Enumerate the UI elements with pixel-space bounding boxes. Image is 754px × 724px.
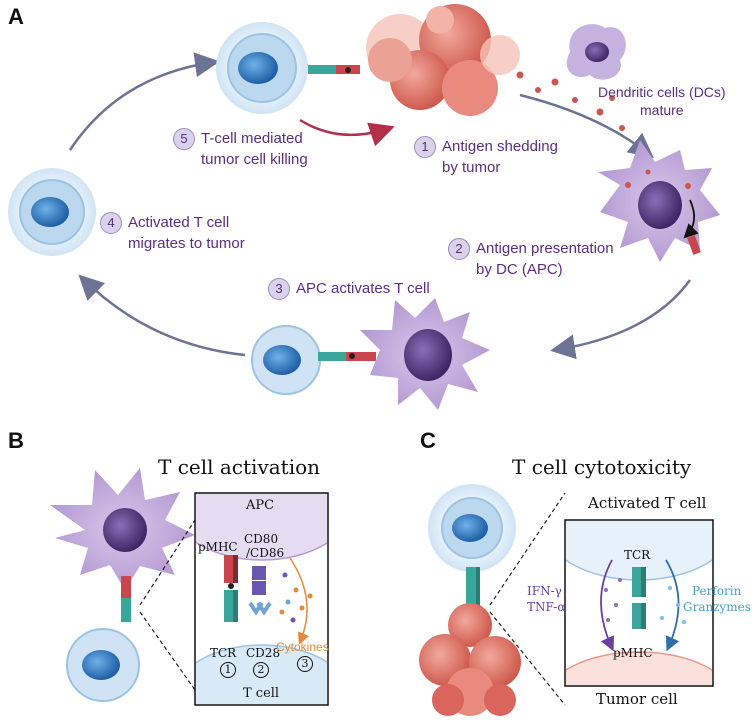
panel-b <box>50 468 329 706</box>
synapse-b <box>121 576 131 622</box>
cytokine-dots-c <box>604 578 686 624</box>
zoom-line-c-bottom <box>489 611 566 706</box>
dc-mature-label: Dendritic cells (DCs) mature <box>598 83 726 119</box>
cd28-label: CD28 <box>246 646 281 660</box>
panel-b-letter: B <box>8 428 24 453</box>
pmhc-label: pMHC <box>198 540 238 554</box>
tcell-top <box>216 22 308 114</box>
arrow-left-to-tcell-top <box>68 52 220 151</box>
tumor-cluster-c <box>419 603 521 716</box>
step-5-label: 5 T-cell mediated tumor cell killing <box>173 128 308 170</box>
tcell-b <box>66 628 140 702</box>
tcr-label-b: TCR <box>210 646 237 660</box>
panel-a-letter: A <box>8 4 24 29</box>
zoom-line-b-top <box>139 519 196 606</box>
signal-1-badge: 1 <box>220 662 236 678</box>
panel-c-title: T cell cytotoxicity <box>512 455 692 479</box>
apc-b <box>50 468 195 590</box>
cytokine-dots <box>279 572 313 623</box>
granzymes-label: Granzymes <box>683 600 751 614</box>
cd80-label: CD80 <box>244 532 279 546</box>
step-4-line2: migrates to tumor <box>128 235 245 252</box>
step-2-line2: by DC (APC) <box>476 261 563 278</box>
ifn-label: IFN-γ <box>527 584 562 598</box>
step-5-line2: tumor cell killing <box>201 151 308 168</box>
arrow-dc-to-apc <box>550 279 692 360</box>
step-4-label: 4 Activated T cell migrates to tumor <box>100 212 245 254</box>
arrow-tcell-to-left <box>78 274 246 357</box>
receptor-complex-bottom <box>318 352 376 361</box>
immature-dc <box>566 24 626 80</box>
step-3-label: 3 APC activates T cell <box>268 278 430 300</box>
signal-2-badge: 2 <box>253 662 269 678</box>
cytokine-arrow <box>289 557 310 645</box>
panel-c-letter: C <box>420 428 436 453</box>
step-1-line1: Antigen shedding <box>442 138 558 155</box>
cd86-label: /CD86 <box>246 546 285 560</box>
apc-bottom <box>360 298 490 410</box>
tnf-label: TNF-α <box>527 600 566 614</box>
dc-label-line2: mature <box>640 102 684 118</box>
step-4-number: 4 <box>100 212 122 234</box>
panel-b-title: T cell activation <box>158 455 321 479</box>
step-2-label: 2 Antigen presentation by DC (APC) <box>448 238 614 280</box>
step-1-label: 1 Antigen shedding by tumor <box>414 136 558 178</box>
zoom-line-c-top <box>489 492 566 606</box>
cytokines-label: Cytokines <box>276 640 329 654</box>
pmhc-label-c: pMHC <box>613 646 653 660</box>
step-2-number: 2 <box>448 238 470 260</box>
step-2-line1: Antigen presentation <box>476 240 614 257</box>
arrow-killing <box>299 118 395 147</box>
tcell-label-b: T cell <box>243 686 280 701</box>
activated-tcell-label: Activated T cell <box>588 494 707 512</box>
mature-dc <box>598 140 720 262</box>
step-4-line1: Activated T cell <box>128 214 230 231</box>
step-3-number: 3 <box>268 278 290 300</box>
synapse-c <box>466 567 480 607</box>
panel-a <box>8 4 720 410</box>
tcell-bottom <box>251 325 321 395</box>
apc-label: APC <box>246 498 275 513</box>
step-3-line1: APC activates T cell <box>296 280 430 297</box>
tcell-c <box>428 484 516 572</box>
receptor-complex-top <box>308 65 360 74</box>
tumor-cluster-top <box>366 4 520 116</box>
signal-3-badge: 3 <box>297 656 313 672</box>
antigen-particles <box>516 71 625 131</box>
step-1-number: 1 <box>414 136 436 158</box>
step-1-line2: by tumor <box>442 159 501 176</box>
perforin-label: Perforin <box>692 584 742 598</box>
step-5-line1: T-cell mediated <box>201 130 303 147</box>
panel-c <box>419 484 714 716</box>
dc-label-line1: Dendritic cells (DCs) <box>598 84 726 100</box>
tcell-left <box>8 168 96 256</box>
tcr-label-c: TCR <box>624 548 651 562</box>
tumor-cell-label: Tumor cell <box>596 690 678 708</box>
step-5-number: 5 <box>173 128 195 150</box>
zoom-line-b-bottom <box>139 611 196 691</box>
